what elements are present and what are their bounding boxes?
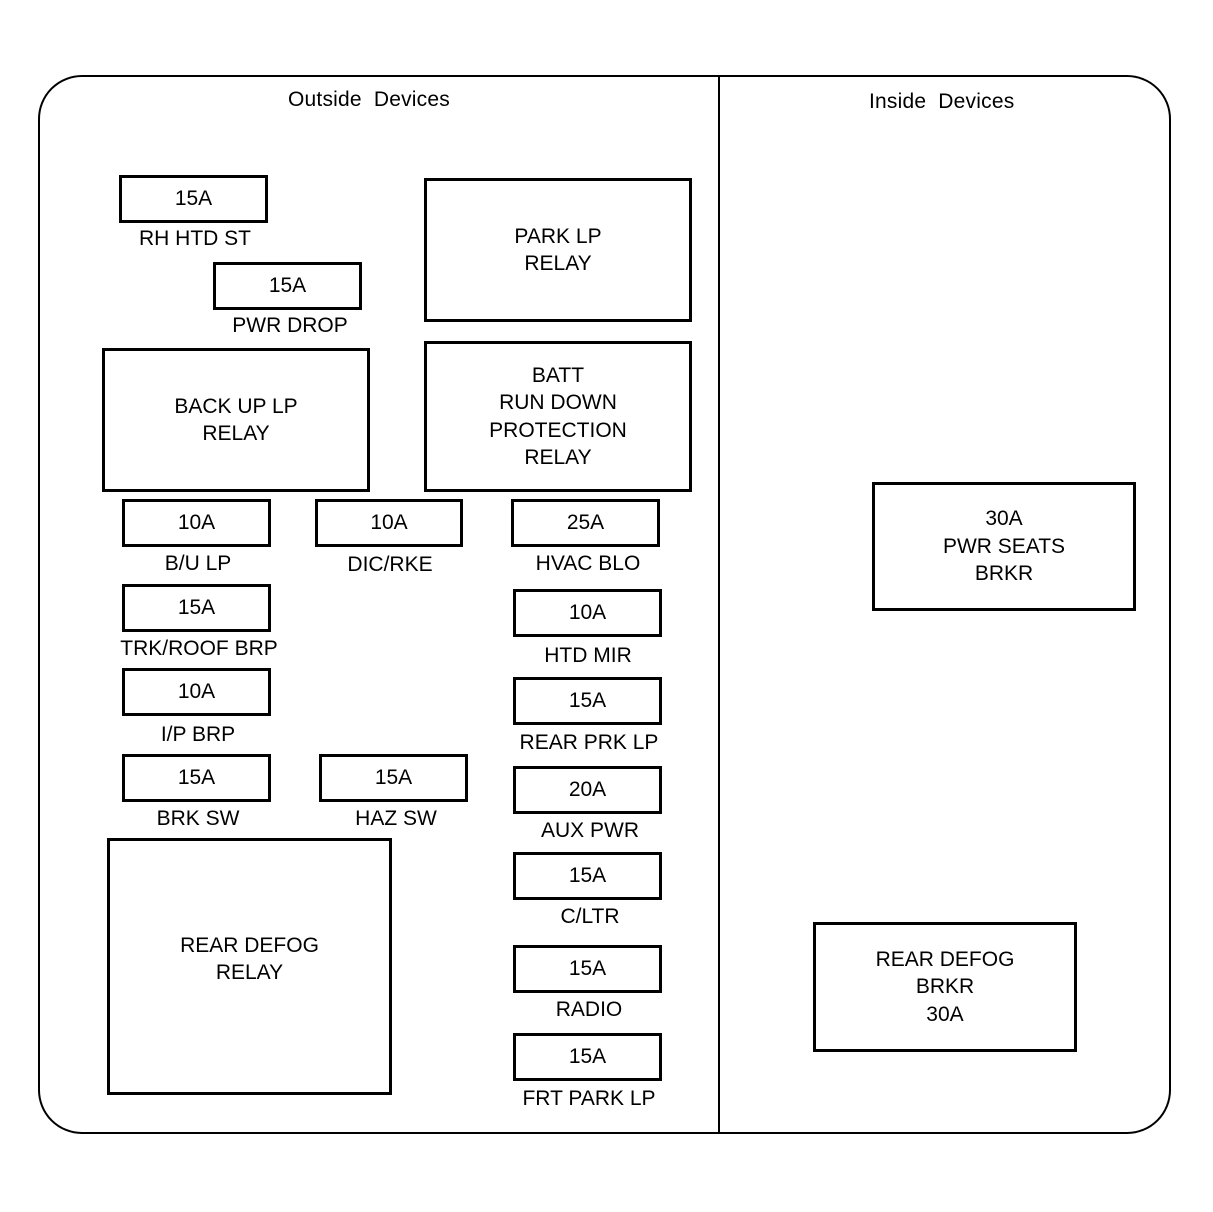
relay-text: REAR DEFOG RELAY (180, 932, 319, 987)
inside-devices-heading: Inside Devices (869, 90, 1015, 113)
relay-line: BRKR (915, 975, 975, 999)
fuse-label-hvac-blo: HVAC BLO (535, 552, 641, 575)
fuse-label-aux-pwr: AUX PWR (540, 819, 640, 842)
fuse-block-outline (38, 75, 1171, 1134)
relay-line: RELAY (202, 422, 270, 445)
fuse-rating: 10A (370, 511, 408, 534)
fuse-rating: 15A (568, 689, 607, 712)
fuse-pwr-drop[interactable]: 15A (213, 262, 362, 310)
fuse-rating: 15A (568, 864, 607, 887)
back-up-lp-relay[interactable]: BACK UP LP RELAY (102, 348, 370, 492)
rear-defog-breaker[interactable]: REAR DEFOG BRKR 30A (813, 922, 1077, 1052)
fuse-rating: 15A (374, 766, 413, 789)
rear-defog-relay[interactable]: REAR DEFOG RELAY (107, 838, 392, 1095)
fuse-frt-park-lp[interactable]: 15A (513, 1033, 662, 1081)
fuse-rating: 15A (268, 274, 307, 297)
fuse-rh-htd-st[interactable]: 15A (119, 175, 268, 223)
relay-line: PWR SEATS (942, 534, 1066, 558)
relay-text: PARK LP RELAY (514, 223, 601, 278)
fuse-label-bu-lp: B/U LP (164, 552, 232, 575)
relay-line: RELAY (524, 446, 592, 469)
fuse-rear-prk-lp[interactable]: 15A (513, 677, 662, 725)
fuse-c-ltr[interactable]: 15A (513, 852, 662, 900)
relay-line: BRKR (974, 562, 1034, 586)
fuse-rating: 15A (568, 1045, 607, 1068)
fuse-label-radio: RADIO (555, 998, 623, 1021)
pwr-seats-breaker[interactable]: 30A PWR SEATS BRKR (872, 482, 1136, 611)
relay-line: BACK UP LP (174, 394, 298, 418)
fuse-label-haz-sw: HAZ SW (355, 807, 437, 830)
relay-line: RELAY (524, 252, 592, 275)
fuse-label-htd-mir: HTD MIR (544, 644, 632, 667)
fuse-rating: 15A (568, 957, 607, 980)
relay-line: REAR DEFOG (875, 947, 1015, 971)
fuse-label-brk-sw: BRK SW (156, 807, 240, 830)
fuse-dic-rke[interactable]: 10A (315, 499, 463, 547)
relay-text: BACK UP LP RELAY (174, 393, 297, 448)
relay-line: 30A (985, 507, 1023, 531)
fuse-rating: 10A (177, 680, 216, 703)
relay-text: BATT RUN DOWN PROTECTION RELAY (489, 362, 627, 472)
relay-text: REAR DEFOG BRKR 30A (876, 946, 1015, 1029)
relay-line: RUN DOWN (499, 391, 617, 414)
fuse-label-frt-park-lp: FRT PARK LP (522, 1087, 656, 1110)
fuse-htd-mir[interactable]: 10A (513, 589, 662, 637)
fuse-aux-pwr[interactable]: 20A (513, 766, 662, 814)
outside-devices-heading: Outside Devices (288, 88, 450, 111)
relay-line: 30A (926, 1002, 964, 1026)
fuse-label-trk-roof-brp: TRK/ROOF BRP (120, 637, 278, 660)
relay-line: BATT (531, 363, 585, 387)
fuse-rating: 25A (566, 511, 605, 534)
fuse-rating: 20A (568, 778, 607, 801)
relay-line: PROTECTION (489, 418, 627, 442)
fuse-hvac-blo[interactable]: 25A (511, 499, 660, 547)
fuse-rating: 10A (177, 511, 216, 534)
relay-line: REAR DEFOG (180, 933, 319, 957)
fuse-brk-sw[interactable]: 15A (122, 754, 271, 802)
fuse-bu-lp[interactable]: 10A (122, 499, 271, 547)
fuse-label-rear-prk-lp: REAR PRK LP (519, 731, 659, 754)
fuse-rating: 15A (177, 766, 216, 789)
fuse-label-rh-htd-st: RH HTD ST (139, 227, 251, 250)
fuse-ip-brp[interactable]: 10A (122, 668, 271, 716)
fuse-label-c-ltr: C/LTR (560, 905, 620, 928)
fuse-rating: 15A (174, 187, 213, 210)
fuse-trk-roof-brp[interactable]: 15A (122, 584, 271, 632)
relay-text: 30A PWR SEATS BRKR (943, 505, 1065, 588)
fuse-rating: 10A (568, 601, 607, 624)
relay-line: PARK LP (514, 224, 602, 248)
panel-divider (718, 76, 720, 1133)
relay-line: RELAY (215, 961, 284, 984)
fuse-rating: 15A (177, 596, 216, 619)
fuse-label-ip-brp: I/P BRP (160, 723, 236, 746)
fuse-label-pwr-drop: PWR DROP (232, 314, 348, 337)
fuse-radio[interactable]: 15A (513, 945, 662, 993)
fuse-label-dic-rke: DIC/RKE (347, 553, 433, 576)
batt-run-down-protection-relay[interactable]: BATT RUN DOWN PROTECTION RELAY (424, 341, 692, 492)
fuse-haz-sw[interactable]: 15A (319, 754, 468, 802)
park-lp-relay[interactable]: PARK LP RELAY (424, 178, 692, 322)
